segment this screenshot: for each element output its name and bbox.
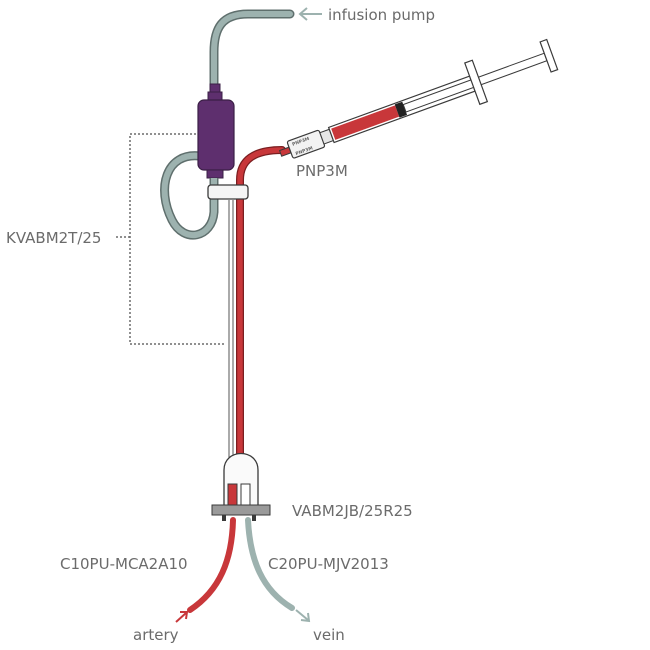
venous-catheter-label: C20PU-MJV2013 <box>268 555 389 573</box>
kit-bracket <box>116 133 226 345</box>
tube-clamp <box>207 184 249 200</box>
arterial-catheter <box>187 517 236 613</box>
kit-label: KVABM2T/25 <box>6 229 101 247</box>
syringe: PNP3M PNP3M <box>278 38 559 159</box>
vein-arrow-icon <box>295 609 311 623</box>
arterial-catheter-label: C10PU-MCA2A10 <box>60 555 188 573</box>
manifold-label: VABM2JB/25R25 <box>292 502 413 520</box>
valve-text: PNP3M <box>291 136 310 148</box>
saline-loop <box>160 151 219 240</box>
valve-text: PNP3M <box>295 145 314 157</box>
syringe-valve-label: PNP3M <box>296 162 348 180</box>
infusion-pump-label: infusion pump <box>328 6 435 24</box>
arterial-line <box>236 146 286 464</box>
artery-label: artery <box>133 626 179 644</box>
arrow-to-pump-icon <box>298 7 322 21</box>
manifold-assembly <box>211 453 271 521</box>
artery-arrow-icon <box>175 611 189 623</box>
vein-label: vein <box>313 626 345 644</box>
infusion-line <box>209 9 295 95</box>
venous-catheter <box>245 517 295 611</box>
pressure-reservoir <box>197 83 235 179</box>
